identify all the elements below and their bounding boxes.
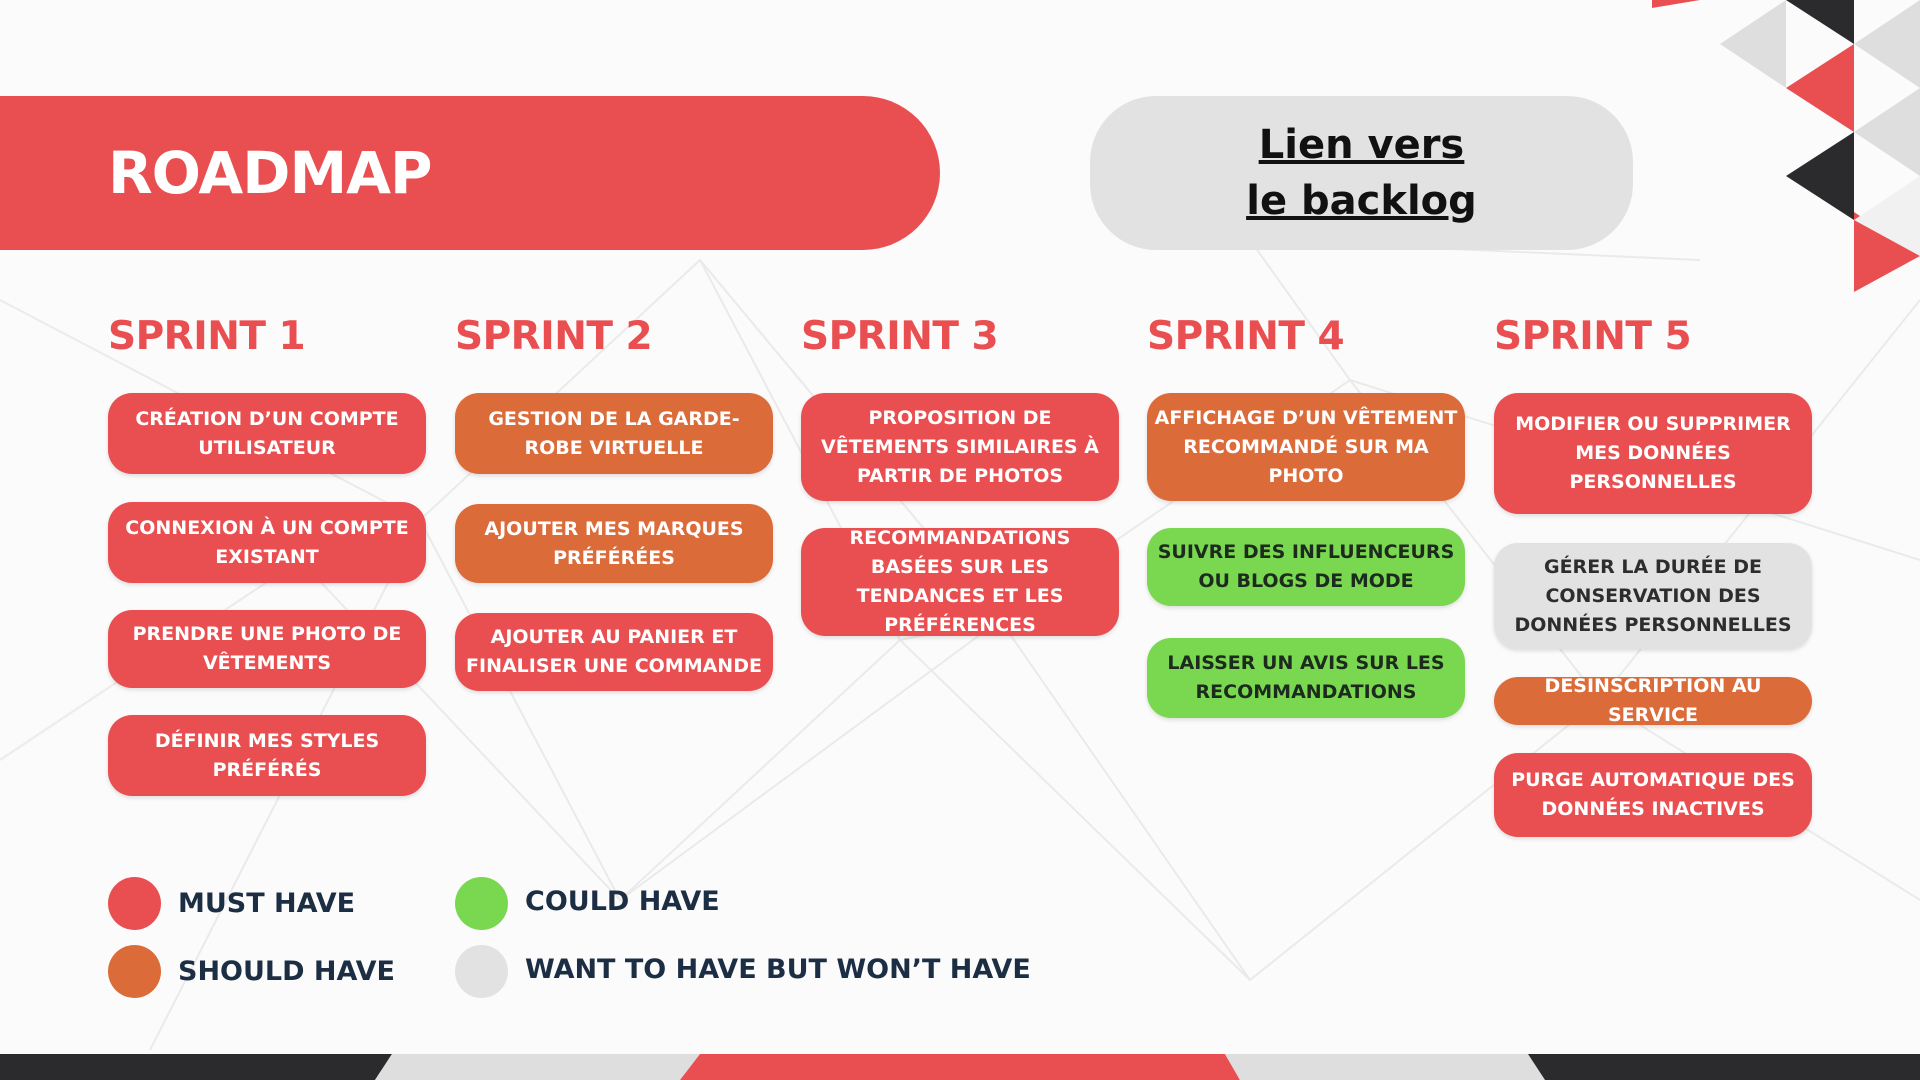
- legend-could-label: COULD HAVE: [525, 886, 720, 917]
- backlog-link-line2: le backlog: [1246, 178, 1477, 224]
- legend-wont-label: WANT TO HAVE BUT WON’T HAVE: [525, 954, 1031, 985]
- sprint-2-item-2[interactable]: AJOUTER MES MARQUES PRÉFÉRÉES: [455, 504, 773, 583]
- sprint-1-item-1[interactable]: CRÉATION D’UN COMPTE UTILISATEUR: [108, 393, 426, 474]
- title-banner: ROADMAP: [0, 96, 940, 250]
- sprint-4-item-1[interactable]: AFFICHAGE D’UN VÊTEMENT RECOMMANDÉ SUR M…: [1147, 393, 1465, 501]
- sprint-2-item-3[interactable]: AJOUTER AU PANIER ET FINALISER UNE COMMA…: [455, 613, 773, 691]
- backlog-link[interactable]: Lien vers le backlog: [1090, 96, 1633, 250]
- sprint-4-item-3[interactable]: LAISSER UN AVIS SUR LES RECOMMANDATIONS: [1147, 638, 1465, 718]
- sprint-1-title: SPRINT 1: [108, 314, 306, 359]
- legend-must-label: MUST HAVE: [178, 888, 356, 919]
- backlog-link-line1: Lien vers: [1258, 122, 1465, 168]
- sprint-2-item-1[interactable]: GESTION DE LA GARDE-ROBE VIRTUELLE: [455, 393, 773, 474]
- sprint-5-item-2[interactable]: GÉRER LA DURÉE DE CONSERVATION DES DONNÉ…: [1494, 543, 1812, 649]
- legend-could-dot: [455, 877, 508, 930]
- legend-must-dot: [108, 877, 161, 930]
- bottom-stripe: [0, 1054, 1920, 1080]
- sprint-5-item-3[interactable]: DÉSINSCRIPTION AU SERVICE: [1494, 675, 1812, 726]
- legend-wont-dot: [455, 945, 508, 998]
- sprint-1-item-2[interactable]: CONNEXION À UN COMPTE EXISTANT: [108, 502, 426, 583]
- sprint-1-item-4[interactable]: DÉFINIR MES STYLES PRÉFÉRÉS: [108, 715, 426, 796]
- sprint-3-item-1[interactable]: PROPOSITION DE VÊTEMENTS SIMILAIRES À PA…: [801, 393, 1119, 501]
- sprint-4-item-2[interactable]: SUIVRE DES INFLUENCEURS OU BLOGS DE MODE: [1147, 528, 1465, 606]
- legend-should-label: SHOULD HAVE: [178, 956, 395, 987]
- page-title: ROADMAP: [108, 139, 433, 207]
- sprint-3-item-2[interactable]: RECOMMANDATIONS BASÉES SUR LES TENDANCES…: [801, 527, 1119, 636]
- sprint-5-item-4[interactable]: PURGE AUTOMATIQUE DES DONNÉES INACTIVES: [1494, 753, 1812, 837]
- legend-should-dot: [108, 945, 161, 998]
- sprint-5-title: SPRINT 5: [1494, 314, 1692, 359]
- sprint-4-title: SPRINT 4: [1147, 314, 1345, 359]
- sprint-3-title: SPRINT 3: [801, 314, 999, 359]
- sprint-5-item-1[interactable]: MODIFIER OU SUPPRIMER MES DONNÉES PERSON…: [1494, 393, 1812, 514]
- top-right-triangles: [1652, 0, 1920, 292]
- sprint-1-item-3[interactable]: PRENDRE UNE PHOTO DE VÊTEMENTS: [108, 610, 426, 688]
- sprint-2-title: SPRINT 2: [455, 314, 653, 359]
